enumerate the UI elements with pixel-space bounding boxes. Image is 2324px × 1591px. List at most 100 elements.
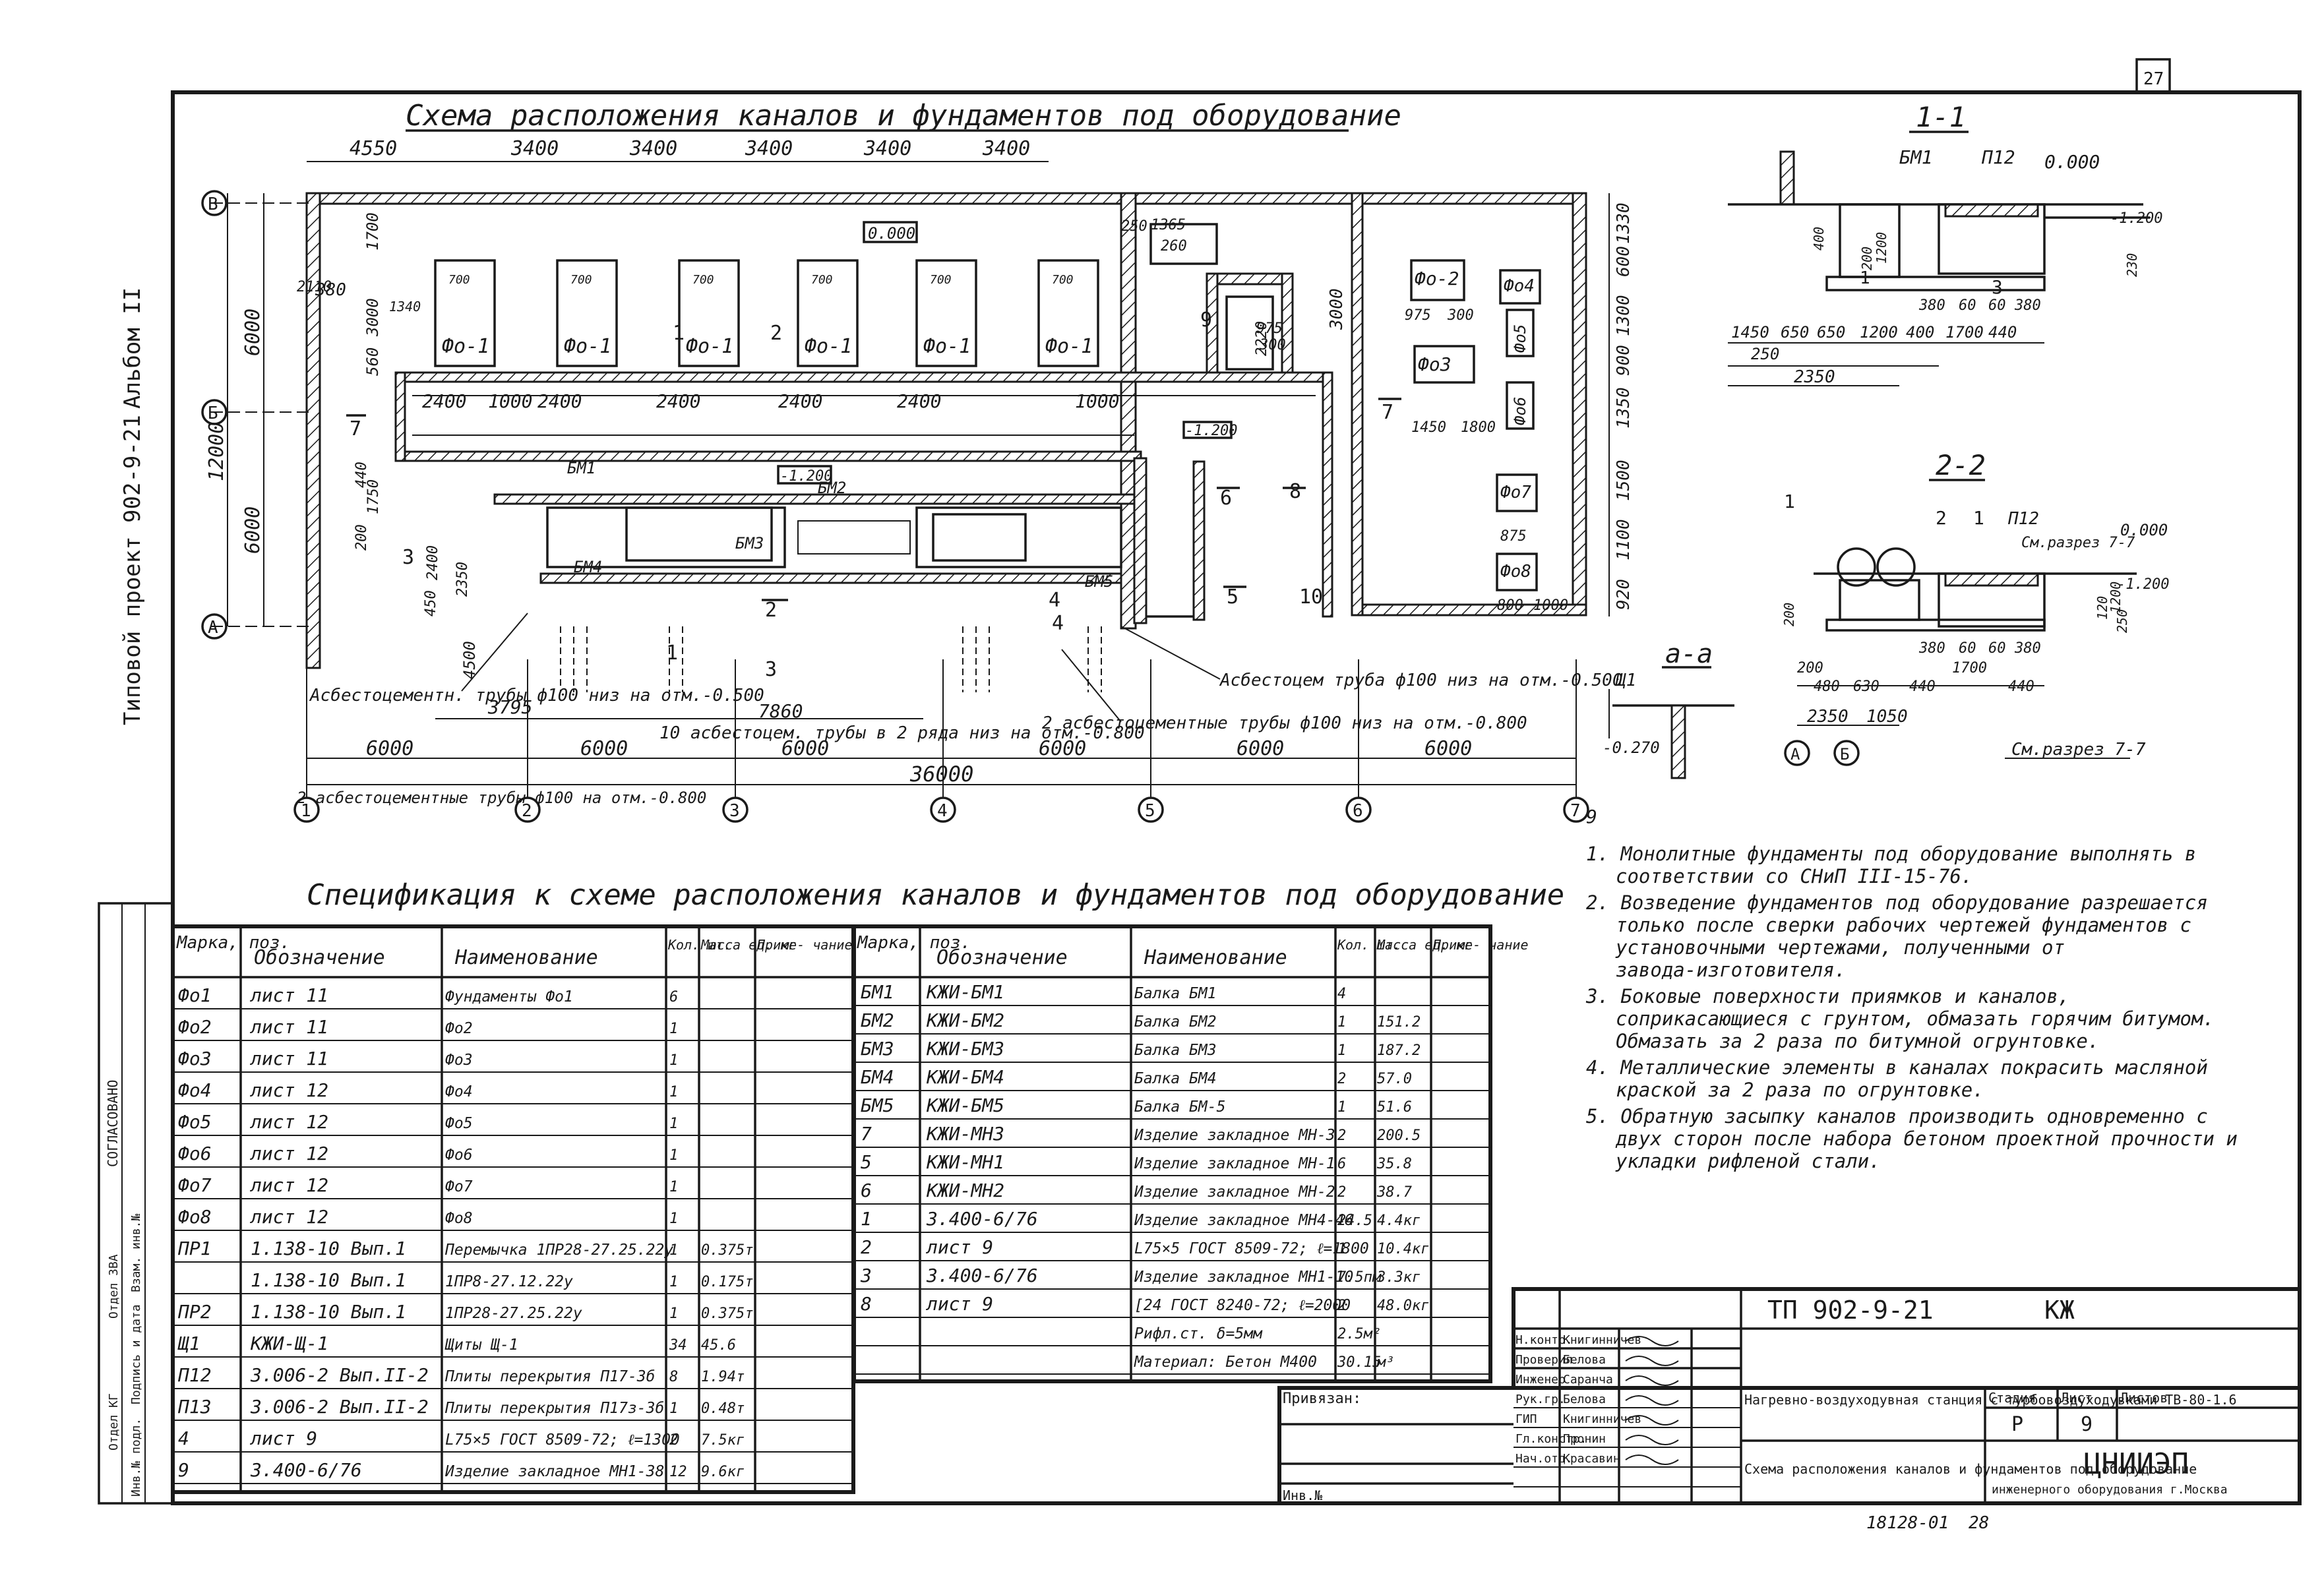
svg-text:6000: 6000: [366, 737, 413, 760]
spec-cell-right_rows-6-3: 6: [1337, 1156, 1346, 1172]
svg-text:975: 975: [1405, 307, 1431, 324]
svg-text:7: 7: [350, 417, 361, 440]
tb-role-5: Гл.констр.: [1515, 1432, 1587, 1446]
svg-text:600: 600: [1614, 246, 1634, 277]
section-a-a: а-а Щ1 -0.270 9: [1586, 639, 1734, 827]
svg-text:Фо6: Фо6: [1511, 397, 1529, 425]
tb-org: ЦНИИЭП: [2084, 1447, 2189, 1481]
signature: [1625, 1356, 1679, 1366]
svg-text:3000: 3000: [1327, 288, 1347, 330]
spec-cell-right_rows-6-0: 5: [861, 1151, 872, 1173]
svg-text:3400: 3400: [982, 137, 1030, 160]
side-album: Альбом II: [119, 287, 146, 409]
svg-text:1: 1: [1860, 268, 1870, 288]
svg-text:Приме- чание: Приме- чание: [756, 937, 853, 953]
svg-text:1340: 1340: [389, 299, 421, 315]
tb-name-4: Книгинничев: [1563, 1412, 1641, 1426]
spec-cell-left_rows-1-3: 1: [669, 1021, 678, 1037]
svg-text:Приме- чание: Приме- чание: [1432, 937, 1529, 953]
svg-text:1500: 1500: [1614, 460, 1634, 501]
svg-text:650: 650: [1781, 323, 1809, 342]
spec-cell-left_rows-15-0: 9: [178, 1459, 189, 1481]
svg-text:9: 9: [1200, 309, 1212, 332]
spec-cell-right_rows-0-1: КЖИ-БМ1: [926, 981, 1004, 1003]
svg-text:3: 3: [402, 546, 414, 569]
foundation-fo1-e: [915, 259, 977, 367]
svg-text:Фо-2: Фо-2: [1415, 268, 1459, 289]
svg-text:440: 440: [2008, 678, 2034, 695]
svg-text:975: 975: [1256, 320, 1283, 337]
spec-cell-right_rows-1-4: 151.2: [1377, 1014, 1421, 1031]
spec-cell-right_rows-7-1: КЖИ-МН2: [926, 1180, 1004, 1201]
signature: [1625, 1435, 1679, 1445]
notes: 1. Монолитные фундаменты под оборудовани…: [1585, 843, 2238, 1172]
svg-text:Масса ед. кг: Масса ед. кг: [700, 937, 797, 953]
svg-text:4: 4: [1052, 612, 1064, 635]
svg-text:6000: 6000: [1039, 737, 1086, 760]
svg-text:400: 400: [1811, 227, 1827, 251]
svg-text:2110: 2110: [297, 279, 332, 295]
svg-text:1: 1: [673, 322, 685, 345]
spec-cell-right_rows-10-3: 7.5пм: [1337, 1269, 1382, 1286]
spec-cell-right_rows-10-4: 3.3кг: [1376, 1269, 1421, 1286]
svg-text:800: 800: [1497, 597, 1523, 614]
svg-text:1050: 1050: [1866, 707, 1908, 727]
spec-cell-right_rows-1-0: БМ2: [861, 1009, 894, 1031]
svg-text:3: 3: [729, 801, 740, 821]
svg-text:1350: 1350: [1614, 387, 1634, 429]
bottom-dims: 6000 6000 6000 6000 6000 6000 36000 3795…: [366, 696, 1472, 787]
svg-text:380: 380: [315, 280, 346, 300]
spec-cell-right_rows-6-4: 35.8: [1376, 1156, 1412, 1172]
svg-text:Обозначение: Обозначение: [936, 946, 1068, 969]
svg-text:1200: 1200: [1874, 232, 1889, 264]
svg-text:1450: 1450: [1731, 323, 1769, 342]
svg-text:3000: 3000: [363, 298, 382, 337]
svg-text:2: 2: [765, 599, 777, 622]
axis-grid: В Б А 1 2 3 4 5 6 7: [201, 190, 1589, 823]
spec-cell-left_rows-15-2: Изделие закладное МН1-38: [444, 1463, 664, 1480]
svg-text:Асбестоцементн. трубы ф100 низ: Асбестоцементн. трубы ф100 низ на отм.-0…: [309, 686, 764, 705]
svg-text:БМ2: БМ2: [818, 479, 846, 497]
svg-text:4: 4: [1049, 589, 1060, 612]
spec-cell-left_rows-14-0: 4: [178, 1427, 189, 1449]
spec-cell-left_rows-6-3: 1: [669, 1179, 678, 1195]
spec-cell-right_rows-4-2: Балка БМ-5: [1134, 1098, 1225, 1116]
svg-text:700: 700: [1052, 273, 1074, 287]
spec-cell-right_rows-1-3: 1: [1337, 1014, 1346, 1031]
spec-cell-left_rows-5-1: лист 12: [249, 1143, 328, 1164]
svg-text:9: 9: [1586, 806, 1597, 827]
svg-text:1700: 1700: [363, 212, 382, 251]
spec-cell-left_rows-4-2: Фо5: [445, 1115, 473, 1132]
svg-text:1800: 1800: [1461, 419, 1496, 436]
spec-cell-right_rows-7-4: 38.7: [1376, 1184, 1413, 1201]
side-project-code: Типовой проект 902-9-21: [119, 415, 146, 725]
spec-cell-left_rows-11-4: 45.6: [701, 1337, 736, 1354]
svg-text:4: 4: [937, 801, 948, 821]
spec-cell-right_rows-9-0: 2: [861, 1236, 872, 1258]
svg-text:Кол. шт.: Кол. шт.: [1337, 937, 1401, 953]
spec-cell-left_rows-0-0: Фо1: [178, 984, 212, 1006]
section-2-2-dims: 200 480 630 440 1700 440 380 60 60 380 2…: [1781, 582, 2130, 727]
tb-object: Нагревно-воздуходувная станция с турбово…: [1744, 1392, 2237, 1408]
svg-text:6000: 6000: [781, 737, 829, 760]
spec-cell-left_rows-12-0: П12: [177, 1364, 212, 1386]
svg-text:А: А: [1790, 745, 1800, 764]
svg-text:1: 1: [1784, 491, 1795, 512]
tb-name-0: Книгинничев: [1563, 1333, 1641, 1347]
spec-cell-right_rows-11-3: 2: [1337, 1298, 1346, 1314]
spec-cell-right_rows-13-2: Материал: Бетон М400: [1134, 1354, 1317, 1371]
tb-order: 18128-01: [1866, 1513, 1949, 1533]
section-2-2: 2-2 1 2 1 П12 0.000 -1.200 См.разрез 7-7…: [1781, 449, 2169, 766]
svg-text:1000: 1000: [1533, 597, 1568, 614]
svg-text:3400: 3400: [863, 137, 911, 160]
top-dims: 4550 3400 3400 3400 3400 3400: [350, 137, 1030, 160]
mid-dims: 2400 1000 2400 2400 2400 2400 1000: [422, 390, 1119, 412]
svg-text:1200: 1200: [2108, 582, 2124, 613]
elevation-channel-a: -1.200: [780, 468, 832, 485]
spec-cell-right_rows-0-2: Балка БМ1: [1134, 985, 1217, 1002]
svg-text:700: 700: [448, 273, 470, 287]
spec-cell-right_rows-4-4: 51.6: [1377, 1099, 1412, 1116]
svg-text:440: 440: [353, 462, 370, 488]
svg-text:380: 380: [1918, 640, 1945, 657]
note-2: 2. Возведение фундаментов под оборудован…: [1586, 891, 2208, 981]
